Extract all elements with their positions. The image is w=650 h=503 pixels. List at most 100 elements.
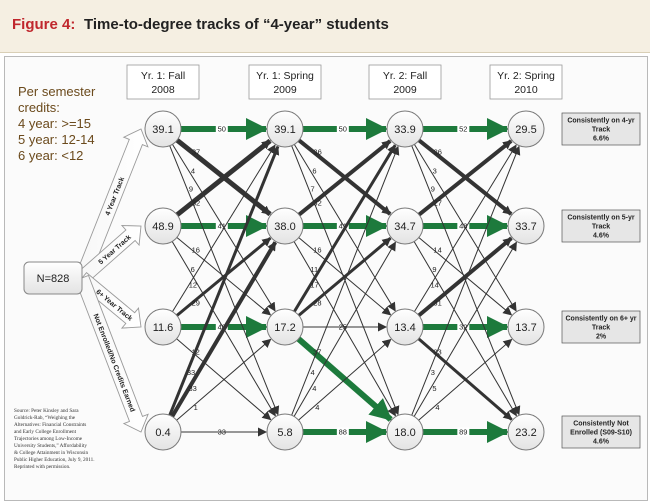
flow-arrow: 89 (423, 421, 509, 443)
state-node: 48.9 (144, 207, 182, 245)
flow-label: 41 (339, 222, 347, 231)
state-node: 39.1 (266, 110, 304, 148)
flow-arrow: 50 (303, 118, 388, 140)
flow-arrow: 25 (303, 322, 387, 332)
column-header-line2: 2010 (514, 84, 538, 96)
state-node-label: 48.9 (152, 221, 173, 233)
flow-label: 88 (339, 428, 347, 437)
state-node-label: 0.4 (155, 427, 170, 439)
flow-arrow: 12 (171, 144, 276, 312)
credits-legend-line: 4 year: >=15 (18, 116, 91, 131)
flow-label: 4 (315, 403, 319, 412)
state-node-label: 33.9 (394, 124, 415, 136)
column-header-line2: 2008 (151, 84, 175, 96)
flow-label: 89 (459, 428, 467, 437)
state-node-label: 23.2 (515, 427, 536, 439)
flow-label-bg (215, 322, 228, 332)
flow-label: 41 (218, 222, 226, 231)
flow-arrow: 32 (175, 138, 272, 217)
state-node-label: 38.0 (274, 221, 295, 233)
source-citation-line: and Early College Enrollment (14, 429, 77, 435)
credits-legend-line: Per semester (18, 84, 96, 99)
flow-arrow: 23 (417, 337, 513, 421)
flow-label: 7 (311, 184, 315, 193)
state-node-label: 18.0 (394, 427, 415, 439)
column-header-line1: Yr. 2: Spring (497, 70, 555, 82)
flow-arrow: 14 (413, 144, 517, 312)
start-node-label: N=828 (37, 273, 70, 285)
state-node-label: 33.7 (515, 221, 536, 233)
state-node-label: 39.1 (152, 124, 173, 136)
source-citation-line: Reprinted with permission. (14, 464, 70, 470)
flow-arrow: 88 (303, 421, 388, 443)
flow-arrow: 29 (175, 236, 272, 317)
consistency-box-line: 4.6% (593, 439, 610, 446)
consistency-box-line: Track (592, 224, 610, 231)
flow-label-bg (457, 221, 470, 231)
flow-label: 37 (192, 148, 200, 157)
state-node-label: 34.7 (394, 221, 415, 233)
flow-label: 27 (434, 199, 442, 208)
consistency-box-line: Track (592, 325, 610, 332)
state-node: 39.1 (144, 110, 182, 148)
flow-label: 25 (339, 323, 347, 332)
state-node: 34.7 (386, 207, 424, 245)
source-citation-line: Public Higher Education, July 9, 2011. (14, 457, 95, 463)
column-header-line2: 2009 (393, 84, 417, 96)
flow-label: 14 (431, 281, 439, 290)
state-node: 11.6 (144, 308, 182, 346)
state-node-label: 13.7 (515, 322, 536, 334)
flow-label: 33 (187, 368, 195, 377)
state-node-label: 11.6 (153, 322, 174, 334)
flow-label-bg (457, 322, 470, 332)
flow-label: 11 (310, 265, 318, 274)
flow-label: 16 (313, 246, 321, 255)
consistency-box-line: Enrolled (S09-S10) (570, 430, 632, 437)
flow-label: 32 (459, 323, 467, 332)
flow-arrow: 5 (413, 241, 517, 417)
column-header-line1: Yr. 1: Fall (141, 70, 185, 82)
flow-arrow: 33 (170, 241, 278, 418)
flow-label: 4 (312, 384, 316, 393)
flow-label-bg (336, 124, 349, 134)
source-citation-line: Trajectories among Low-Income (14, 436, 83, 442)
flow-label: 36 (313, 148, 321, 157)
state-node-label: 29.5 (515, 124, 536, 136)
flow-label: 17 (310, 281, 318, 290)
state-node-label: 39.1 (274, 124, 295, 136)
consistency-box-line: 4.6% (593, 233, 610, 240)
flow-label: 4 (311, 368, 315, 377)
flow-label: 33 (189, 384, 197, 393)
column-header-line1: Yr. 1: Spring (256, 70, 314, 82)
flow-label: 3 (431, 368, 435, 377)
flow-label: 9 (431, 184, 435, 193)
flow-arrow: 50 (181, 118, 268, 140)
state-node: 17.2 (266, 308, 304, 346)
flow-arrow: 1 (176, 338, 272, 421)
flow-label-bg (457, 427, 470, 437)
flow-label: 32 (313, 199, 321, 208)
state-node: 38.0 (266, 207, 304, 245)
flow-label: 32 (192, 199, 200, 208)
flow-label: 14 (433, 246, 441, 255)
flow-arrow: 41 (181, 215, 268, 237)
flow-label: 50 (218, 125, 226, 134)
flow-label-bg (215, 221, 228, 231)
consistency-box-line: 6.6% (593, 136, 610, 143)
flow-label: 9 (189, 184, 193, 193)
consistency-box-line: Consistently on 6+ yr (566, 316, 637, 323)
flow-arrow: 4 (291, 145, 400, 416)
flow-arrow: 4 (418, 338, 513, 421)
flow-label: 12 (189, 281, 197, 290)
flow-label: 52 (459, 125, 467, 134)
flow-label: 3 (433, 167, 437, 176)
consistency-box-line: Consistently Not (573, 421, 629, 428)
start-node: N=828 (23, 261, 83, 295)
flow-label: 6 (312, 167, 316, 176)
flow-arrow: 27 (417, 139, 513, 217)
flow-arrow: 17 (293, 144, 397, 313)
